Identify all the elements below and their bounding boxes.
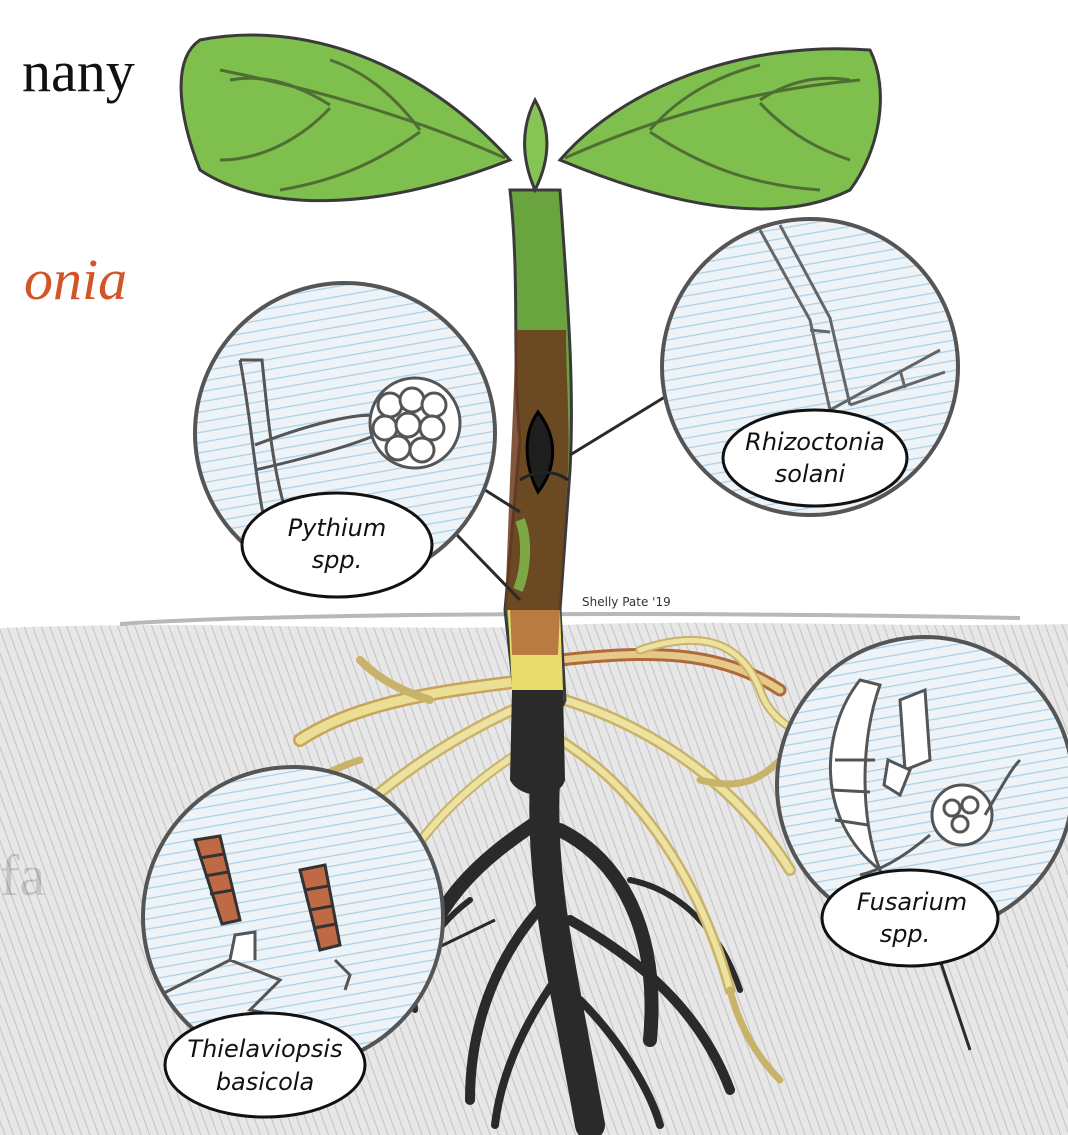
cotyledon-leaves xyxy=(181,35,880,209)
pythium-qualifier: spp. xyxy=(312,546,363,574)
label-fusarium: Fusarium spp. xyxy=(822,870,998,966)
rhizoctonia-name: Rhizoctonia xyxy=(745,428,885,456)
thielaviopsis-name: Thielaviopsis xyxy=(187,1035,342,1063)
artist-signature: Shelly Pate '19 xyxy=(582,595,671,609)
fusarium-qualifier: spp. xyxy=(880,920,931,948)
stem xyxy=(505,190,571,795)
label-pythium: Pythium spp. xyxy=(242,493,432,597)
fusarium-name: Fusarium xyxy=(857,888,967,916)
label-thielaviopsis: Thielaviopsis basicola xyxy=(165,1013,365,1117)
label-rhizoctonia: Rhizoctonia solani xyxy=(723,410,907,506)
pythium-name: Pythium xyxy=(288,514,387,542)
rhizoctonia-qualifier: solani xyxy=(775,460,846,488)
thielaviopsis-qualifier: basicola xyxy=(216,1068,314,1096)
